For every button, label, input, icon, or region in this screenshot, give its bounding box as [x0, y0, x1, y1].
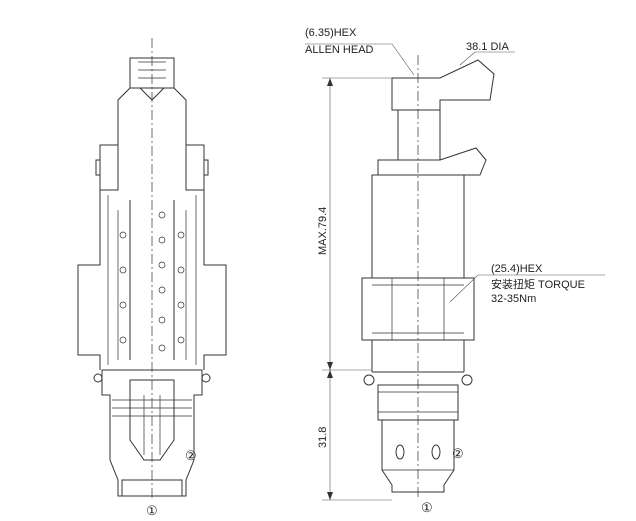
hex-allen-label: (6.35)HEX	[305, 27, 357, 39]
section-view: ② ①	[77, 38, 227, 518]
external-view: ② ① (6.35)HEX ALLEN HEAD 38.1 DIA (25.4)…	[305, 27, 605, 515]
port-1-label-section: ①	[146, 503, 158, 518]
hex-body-label: (25.4)HEX	[491, 263, 543, 275]
port-2-label: ②	[452, 446, 464, 461]
dia-label: 38.1 DIA	[466, 41, 509, 53]
port-1-label: ①	[421, 500, 433, 515]
port-2-label-section: ②	[185, 448, 197, 463]
lower-length-dim: 31.8	[317, 427, 329, 448]
torque-label: 安装扭矩 TORQUE	[491, 277, 585, 291]
max-length-dim: MAX.79.4	[317, 207, 329, 255]
allen-head-label: ALLEN HEAD	[305, 44, 374, 56]
torque-value: 32-35Nm	[491, 293, 536, 305]
